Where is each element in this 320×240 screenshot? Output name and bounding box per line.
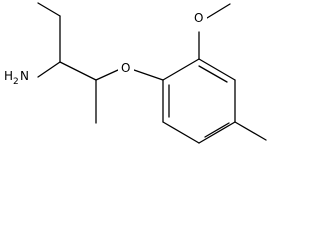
bond-amine-carbon-to-ether-carbon bbox=[59, 61, 97, 81]
ring-bond-2 bbox=[162, 121, 200, 144]
ring-bond-6 bbox=[162, 58, 200, 81]
ether-oxygen-background bbox=[118, 58, 134, 76]
bond-ring-methyl bbox=[234, 121, 267, 141]
methoxy-oxygen-label: O bbox=[194, 11, 203, 25]
bond-c-n bbox=[37, 61, 61, 78]
bond-o-ring bbox=[133, 69, 164, 81]
methoxy-oxygen-background bbox=[191, 8, 207, 26]
bond-c-o-ether bbox=[95, 69, 119, 81]
amine-h-label: H bbox=[4, 69, 13, 83]
chemical-structure: H 2 N O O bbox=[0, 2, 267, 144]
bond-methoxy-methyl bbox=[206, 3, 231, 19]
ether-oxygen-label: O bbox=[121, 61, 130, 75]
amine-label-background bbox=[0, 64, 28, 84]
ring-bond-3 bbox=[198, 121, 236, 144]
ring-bond-5 bbox=[198, 58, 236, 81]
ring-double-bond-2 bbox=[204, 122, 230, 138]
amine-n-label: N bbox=[20, 69, 29, 83]
bond-ethyl-top bbox=[37, 2, 61, 17]
amine-subscript-label: 2 bbox=[13, 77, 19, 87]
ring-double-bond-3 bbox=[198, 65, 228, 83]
